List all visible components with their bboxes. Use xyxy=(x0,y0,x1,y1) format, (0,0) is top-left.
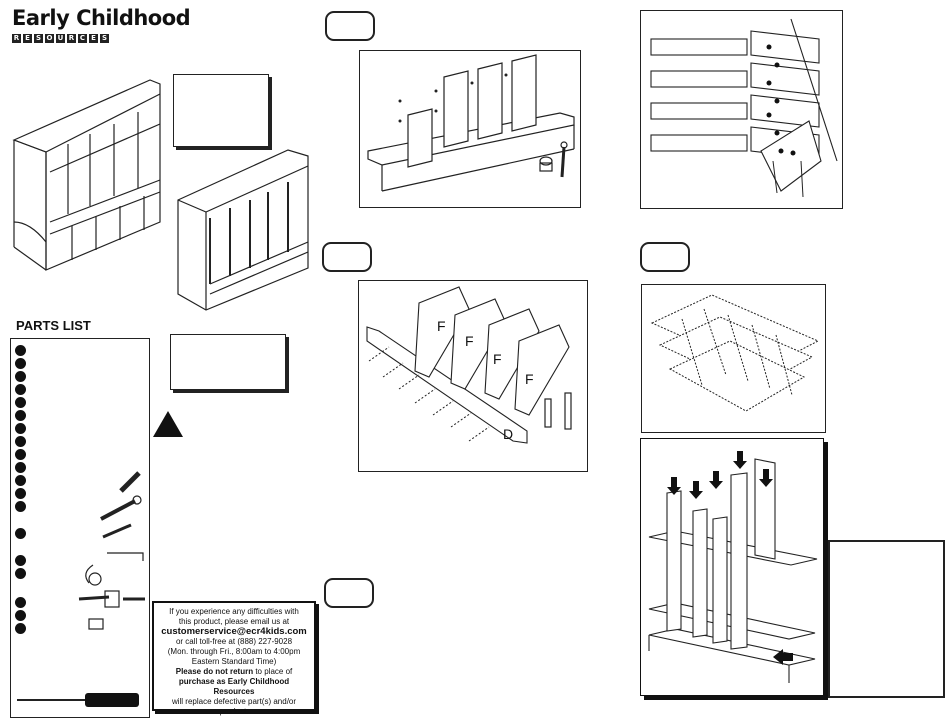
support-line: Eastern Standard Time) xyxy=(191,657,277,666)
part-bullet xyxy=(15,555,26,566)
panel-label: F xyxy=(437,318,446,334)
parts-list-title: PARTS LIST xyxy=(16,318,91,333)
part-bullet xyxy=(15,610,26,621)
tagline-letter: U xyxy=(56,34,65,43)
tagline-letter: R xyxy=(12,34,21,43)
panel-f-d-illustration xyxy=(366,286,572,444)
part-bullet xyxy=(15,384,26,395)
assembly-step-diagram xyxy=(359,50,581,208)
callout-box xyxy=(170,334,286,390)
callout-box xyxy=(828,540,945,698)
tagline-letter: C xyxy=(78,34,87,43)
part-bullet xyxy=(15,423,26,434)
tagline-letter: S xyxy=(34,34,43,43)
part-bullet xyxy=(15,475,26,486)
support-bold: Please do not return xyxy=(175,667,254,676)
panel-label: F xyxy=(525,371,534,387)
callout-box xyxy=(173,74,269,147)
panel-label: F xyxy=(465,333,474,349)
part-bullet xyxy=(15,597,26,608)
part-bullet xyxy=(15,568,26,579)
step-number-badge xyxy=(640,242,690,272)
support-line: product. xyxy=(219,707,249,716)
tagline-letter: S xyxy=(100,34,109,43)
brand-tagline: R E S O U R C E S xyxy=(12,34,109,43)
support-line: If you experience any difficulties with xyxy=(169,607,299,616)
support-line: or call toll-free at (888) 227-9028 xyxy=(175,637,293,646)
hardware-icons xyxy=(78,471,145,630)
step-number-badge xyxy=(324,578,374,608)
part-bullet xyxy=(15,410,26,421)
locker-assembly-illustration xyxy=(648,451,818,683)
step-number-badge xyxy=(325,11,375,41)
product-illustration xyxy=(12,79,309,311)
assembly-step-diagram xyxy=(640,10,843,209)
frame-assembly-illustration xyxy=(650,294,820,412)
part-bullet xyxy=(15,449,26,460)
part-bullet xyxy=(15,345,26,356)
tagline-letter: R xyxy=(67,34,76,43)
support-line: will replace defective part(s) and/or xyxy=(171,697,297,706)
part-bullet xyxy=(15,371,26,382)
tagline-letter: E xyxy=(23,34,32,43)
customer-support-notice: If you experience any difficulties with … xyxy=(152,601,316,716)
part-bullet xyxy=(15,436,26,447)
part-bullet xyxy=(15,528,26,539)
assembly-step-diagram xyxy=(641,284,826,433)
part-bullet xyxy=(15,623,26,634)
shelf-hardware-illustration xyxy=(650,18,838,198)
part-bullet xyxy=(15,462,26,473)
part-bullet xyxy=(15,488,26,499)
assembly-step-diagram xyxy=(640,438,824,696)
divider-panels-illustration xyxy=(367,54,575,192)
assembly-step-diagram: F F F F D xyxy=(358,280,588,472)
step-number-badge xyxy=(322,242,372,272)
panel-label: F xyxy=(493,351,502,367)
brand-logo: Early Childhood xyxy=(12,6,191,30)
parts-list-frame xyxy=(10,338,150,718)
support-line: (Mon. through Fri., 8:00am to 4:00pm xyxy=(167,647,301,656)
screwdriver-icon xyxy=(17,693,139,707)
tagline-letter: E xyxy=(89,34,98,43)
part-bullet xyxy=(15,358,26,369)
panel-label: D xyxy=(503,426,514,442)
part-bullet xyxy=(15,397,26,408)
tagline-letter: O xyxy=(45,34,54,43)
support-line: this product, please email us at xyxy=(178,617,290,626)
support-email[interactable]: customerservice@ecr4kids.com xyxy=(161,626,307,637)
support-bold: purchase as Early Childhood Resources xyxy=(178,677,290,696)
part-bullet xyxy=(15,501,26,512)
warning-icon xyxy=(153,411,183,437)
support-line: to place of xyxy=(255,667,293,676)
